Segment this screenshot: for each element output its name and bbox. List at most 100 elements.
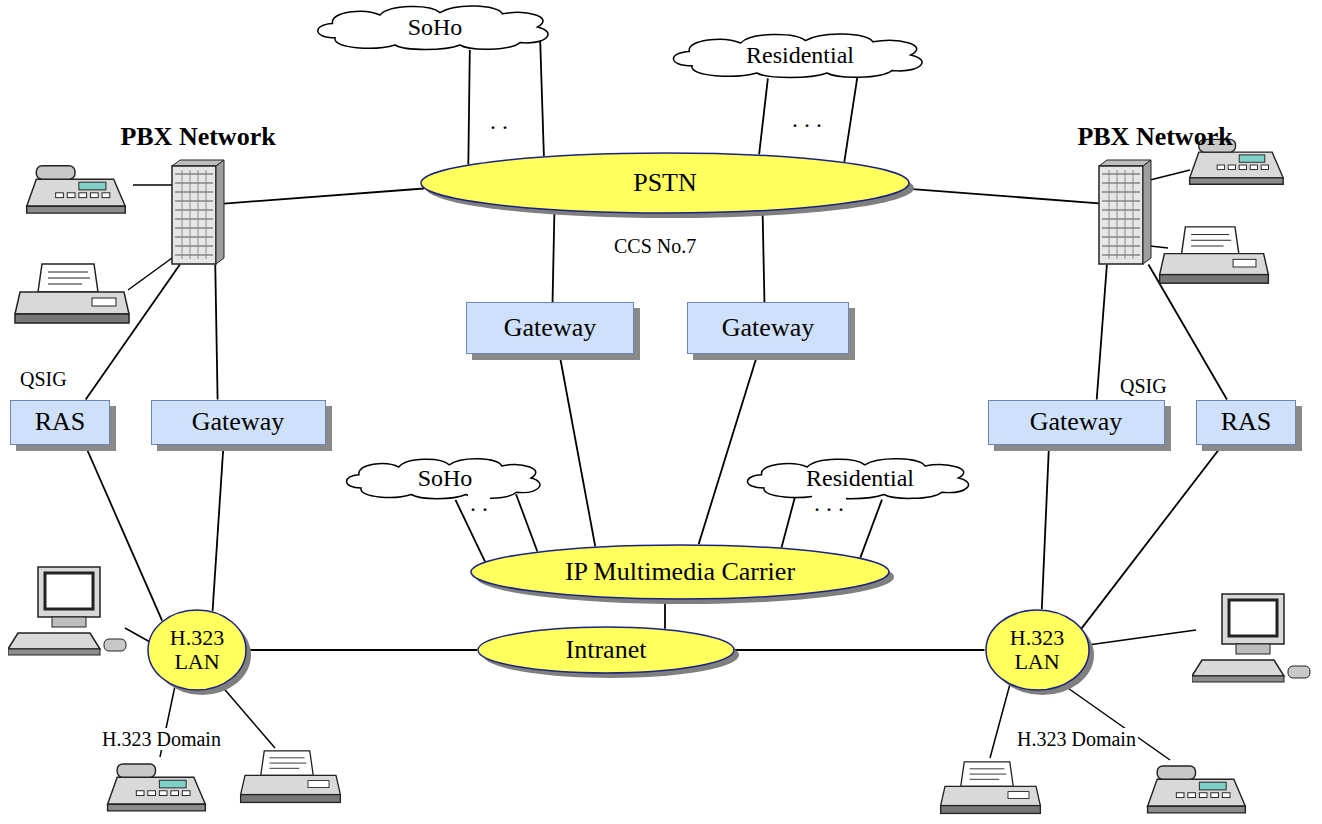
cabinet-slot xyxy=(1102,182,1140,183)
cabinet-slot xyxy=(175,227,213,228)
connector-line xyxy=(699,354,758,544)
network-label: PSTN xyxy=(633,169,697,198)
cabinet-slot xyxy=(175,191,213,192)
note-label: CCS No.7 xyxy=(612,235,698,257)
connector-line xyxy=(664,600,666,629)
pbx-heading: PBX Network xyxy=(1077,124,1232,150)
connector-line xyxy=(844,77,857,162)
connector-line xyxy=(1082,445,1223,629)
fax-icon xyxy=(941,762,1041,814)
box-label: Gateway xyxy=(722,314,814,343)
device-wire xyxy=(1150,246,1168,248)
device-wire xyxy=(133,184,172,186)
box-label: Gateway xyxy=(504,314,596,343)
cabinet-slot xyxy=(1125,170,1126,259)
cloud-shape: SoHo xyxy=(340,456,550,500)
cabinet-slot xyxy=(1133,170,1134,259)
telephone-icon xyxy=(27,166,126,213)
connector-line xyxy=(559,354,595,546)
note-label: H.323 Domain xyxy=(100,728,223,750)
connector-line xyxy=(540,40,544,156)
cabinet-slot xyxy=(198,170,199,259)
cabinet-slot xyxy=(182,170,183,259)
network-label: IP Multimedia Carrier xyxy=(565,558,795,587)
connector-line xyxy=(759,78,768,154)
connector-line xyxy=(1042,445,1049,610)
pbx-heading: PBX Network xyxy=(120,124,275,150)
cabinet-body xyxy=(1099,166,1143,264)
telephone-icon xyxy=(108,764,206,811)
cabinet-slot xyxy=(175,200,213,201)
note-label: . . . xyxy=(812,490,846,516)
network-ellipse: H.323 LAN xyxy=(985,609,1090,691)
network-ellipse: Intranet xyxy=(477,626,735,674)
cabinet-drawing xyxy=(1099,160,1151,265)
network-label: H.323 LAN xyxy=(1005,626,1069,674)
network-ellipse: PSTN xyxy=(420,152,910,214)
cloud-shape: SoHo xyxy=(310,3,560,51)
connector-line xyxy=(735,649,985,651)
note-label: . . xyxy=(468,490,490,516)
cloud-path xyxy=(747,459,968,499)
connector-line xyxy=(763,211,765,302)
cabinet-slot xyxy=(1102,191,1140,192)
device-wire xyxy=(220,684,275,748)
cabinet-slot xyxy=(1102,218,1140,219)
cabinet-slot xyxy=(1102,227,1140,228)
connector-line xyxy=(516,494,537,551)
gateway-box: Gateway xyxy=(466,302,634,354)
connector-line xyxy=(213,445,224,612)
computer-icon xyxy=(8,567,126,655)
cabinet-slot xyxy=(1109,170,1110,259)
cabinet-slot xyxy=(175,236,213,237)
connector-line xyxy=(1097,265,1107,400)
network-ellipse: H.323 LAN xyxy=(147,609,247,691)
network-label: SoHo xyxy=(408,14,463,40)
device-wire xyxy=(1150,170,1190,180)
note-label: . . xyxy=(488,108,510,134)
network-label: Intranet xyxy=(566,636,647,665)
cabinet-slot xyxy=(1102,254,1140,255)
connector-line xyxy=(906,189,1099,204)
cabinet-slot xyxy=(1102,173,1140,174)
cabinet-slot xyxy=(175,209,213,210)
cabinet-slot xyxy=(175,182,213,183)
cloud-shape: Residential xyxy=(740,456,980,500)
cabinet-side xyxy=(216,160,224,264)
cabinet-slot xyxy=(175,173,213,174)
box-label: Gateway xyxy=(1030,408,1122,437)
connector-line xyxy=(224,188,424,203)
cloud-shape: Residential xyxy=(665,31,935,79)
cabinet-slot xyxy=(1102,245,1140,246)
connector-line xyxy=(782,497,796,548)
box-label: Gateway xyxy=(192,408,284,437)
network-ellipse: IP Multimedia Carrier xyxy=(470,544,890,600)
note-label: QSIG xyxy=(1118,375,1169,397)
computer-icon xyxy=(1192,594,1310,682)
note-label: . . . xyxy=(790,106,824,132)
ellipse-fill xyxy=(478,627,734,673)
device-wire xyxy=(128,258,172,290)
ellipse-fill xyxy=(148,610,246,690)
ellipse-fill xyxy=(421,153,909,213)
network-label: Residential xyxy=(806,465,914,491)
network-label: H.323 LAN xyxy=(165,626,229,674)
connector-line xyxy=(860,500,882,558)
cabinet-slot xyxy=(206,170,207,259)
cloud-path xyxy=(347,459,540,499)
cabinet-slot xyxy=(1102,236,1140,237)
device-wire xyxy=(125,628,150,642)
fax-icon xyxy=(1160,227,1269,283)
connector-line xyxy=(468,50,469,164)
gateway-box: RAS xyxy=(10,400,110,445)
cabinet-slot xyxy=(1102,209,1140,210)
gateway-box: Gateway xyxy=(687,302,849,354)
note-label: QSIG xyxy=(18,368,69,390)
cabinet-slot xyxy=(190,170,191,259)
fax-icon xyxy=(15,264,129,323)
gateway-box: Gateway xyxy=(988,400,1165,445)
pbx-cabinet: PBX Network xyxy=(1099,160,1151,265)
cabinet-slot xyxy=(1117,170,1118,259)
note-label: H.323 Domain xyxy=(1015,728,1138,750)
